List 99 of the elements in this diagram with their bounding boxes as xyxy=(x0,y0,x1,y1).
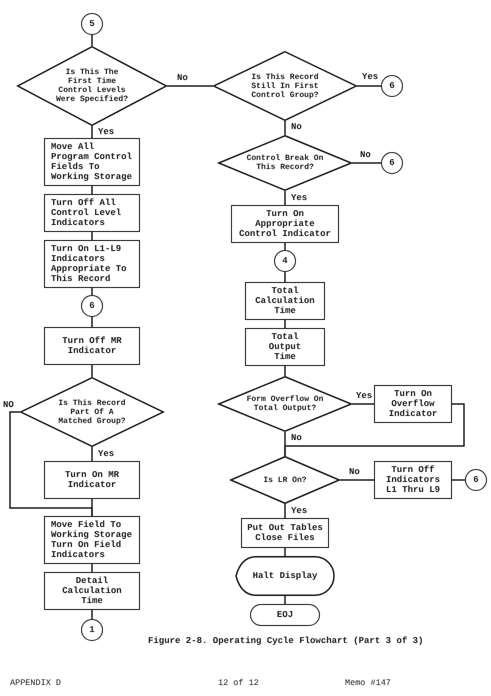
edge-label: Yes xyxy=(290,193,308,203)
connector-number: 4 xyxy=(282,256,288,266)
appendix-label: APPENDIX D xyxy=(10,678,62,688)
process-box xyxy=(44,327,140,365)
step-text: Move All Program Control Fields To Working Storage xyxy=(50,142,133,182)
question-text: Is This The First Time Control Levels Were Specified? xyxy=(56,68,128,104)
step-text: Total Calculation Time xyxy=(254,286,316,316)
flow-line xyxy=(452,479,465,481)
step-text: Turn Off All Control Level Indicators xyxy=(50,198,122,228)
question-text: Is LR On? xyxy=(262,476,308,484)
process-box xyxy=(44,138,140,186)
process-box xyxy=(245,282,325,320)
decision-diamond xyxy=(218,135,352,191)
edge-label: Yes xyxy=(355,391,374,401)
edge-label: Yes xyxy=(361,72,380,82)
step-text: Turn Off Indicators L1 Thru L9 xyxy=(385,465,441,495)
step-text: Put Out Tables Close Files xyxy=(246,523,324,543)
question-text: Is This Record Part Of A Matched Group? xyxy=(57,398,127,426)
flow-line xyxy=(284,191,286,205)
process-box xyxy=(374,385,452,423)
step-text: Total Output Time xyxy=(268,332,302,362)
flow-line xyxy=(352,403,374,405)
flow-line xyxy=(340,479,374,481)
step-text: Detail Calculation Time xyxy=(62,576,122,606)
edge-label: No xyxy=(348,467,361,477)
process-box xyxy=(44,572,140,610)
decision-diamond xyxy=(20,377,164,447)
memo-number: Memo #147 xyxy=(345,678,391,688)
connector-circle xyxy=(465,469,487,491)
flow-line xyxy=(91,186,93,194)
edge-label: NO xyxy=(2,400,15,410)
step-text: Turn Off MR Indicator xyxy=(61,336,123,356)
process-box xyxy=(44,461,140,499)
connector-number: 5 xyxy=(89,19,95,29)
question-text: Form Overflow On Total Output? xyxy=(246,395,324,413)
edge-label: No xyxy=(176,73,189,83)
flow-line xyxy=(91,365,93,377)
decision-diamond xyxy=(218,376,352,432)
edge-label: No xyxy=(290,433,303,443)
decision-diamond xyxy=(230,456,340,504)
step-text: Move Field To Working Storage Turn On Field Indicators xyxy=(50,520,133,560)
flow-line xyxy=(284,596,286,604)
edge-label: No xyxy=(359,150,372,160)
connector-number: 6 xyxy=(389,81,395,91)
flow-line xyxy=(284,320,286,328)
display-text: Halt Display xyxy=(252,571,318,581)
process-box xyxy=(241,518,329,548)
process-box xyxy=(245,328,325,366)
terminator-text: EOJ xyxy=(276,610,294,620)
connector-circle xyxy=(274,250,296,272)
question-text: Is This Record Still In First Control Group? xyxy=(250,72,320,100)
flow-line xyxy=(357,85,381,87)
decision-diamond xyxy=(213,51,357,121)
connector-circle xyxy=(81,619,103,641)
step-text: Turn On Overflow Indicator xyxy=(388,389,438,419)
connector-circle xyxy=(381,152,403,174)
flow-line xyxy=(91,35,93,46)
edge-label: No xyxy=(290,122,303,132)
figure-caption: Figure 2-8. Operating Cycle Flowchart (Part 3 of 3) xyxy=(148,636,424,647)
process-box xyxy=(374,461,452,499)
flow-line xyxy=(284,504,286,518)
step-text: Turn On Appropriate Control Indicator xyxy=(238,209,332,239)
step-text: Turn On L1-L9 Indicators Appropriate To This Record xyxy=(50,244,128,284)
flow-line xyxy=(91,447,93,461)
flow-line xyxy=(284,366,286,376)
flow-line xyxy=(91,564,93,572)
display-shape xyxy=(235,556,335,596)
connector-number: 1 xyxy=(89,625,95,635)
decision-diamond xyxy=(17,46,167,126)
flow-line xyxy=(284,243,286,250)
connector-circle xyxy=(381,75,403,97)
flow-line xyxy=(91,232,93,240)
edge-label: Yes xyxy=(97,449,116,459)
terminator xyxy=(250,604,320,626)
flow-line xyxy=(167,85,213,87)
connector-circle xyxy=(81,295,103,317)
flow-line xyxy=(91,499,93,516)
process-box xyxy=(231,205,339,243)
edge-label: Yes xyxy=(290,506,308,516)
step-text: Turn On MR Indicator xyxy=(64,470,120,490)
flow-line xyxy=(284,121,286,135)
connector-circle xyxy=(81,13,103,35)
edge-label: Yes xyxy=(97,127,116,137)
connector-number: 6 xyxy=(389,158,395,168)
flow-line xyxy=(284,548,286,556)
question-text: Control Break On This Record? xyxy=(246,154,324,172)
connector-number: 6 xyxy=(89,301,95,311)
process-box xyxy=(44,516,140,564)
flow-line xyxy=(284,272,286,282)
flow-line xyxy=(91,288,93,295)
flow-line xyxy=(91,126,93,138)
page-number: 12 of 12 xyxy=(218,678,259,688)
flow-line xyxy=(352,162,381,164)
process-box xyxy=(44,240,140,288)
flow-line xyxy=(284,403,465,456)
flow-line xyxy=(91,610,93,619)
flow-line xyxy=(91,317,93,327)
process-box xyxy=(44,194,140,232)
connector-number: 6 xyxy=(473,475,479,485)
